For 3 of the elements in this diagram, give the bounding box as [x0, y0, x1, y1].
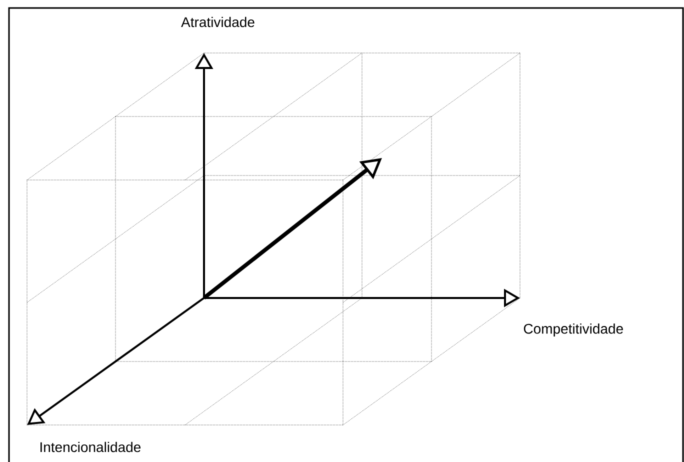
axis-label: Intencionalidade	[40, 442, 141, 452]
axis-label: Atratividade	[181, 16, 254, 28]
axis-label: Competitividade	[524, 323, 623, 336]
